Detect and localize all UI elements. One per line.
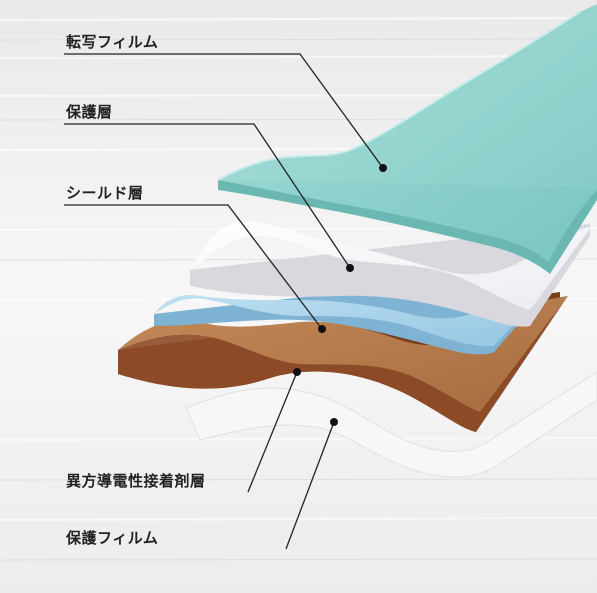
transfer-film-shape (217, 4, 597, 274)
label-protective-film: 保護フィルム (66, 529, 159, 547)
dot-protective-layer (346, 264, 354, 272)
leader-line-transfer-film (64, 53, 384, 169)
leader-dots (293, 164, 387, 426)
dot-adhesive-layer (293, 368, 301, 376)
label-transfer-film: 転写フィルム (66, 33, 159, 51)
protective-film-shape (185, 371, 597, 478)
leader-line-protective-film (285, 421, 335, 550)
label-protective-layer: 保護層 (66, 103, 113, 121)
label-shield-layer: シールド層 (66, 184, 144, 202)
dot-transfer-film (379, 164, 387, 172)
leader-line-adhesive-layer (247, 371, 298, 493)
label-adhesive-layer: 異方導電性接着剤層 (66, 472, 206, 490)
dot-protective-film (330, 418, 338, 426)
leader-line-protective-layer (64, 123, 351, 269)
leader-line-shield-layer (64, 204, 323, 330)
dot-shield-layer (318, 325, 326, 333)
protective-layer-shape (190, 221, 592, 327)
leader-lines (64, 53, 384, 550)
